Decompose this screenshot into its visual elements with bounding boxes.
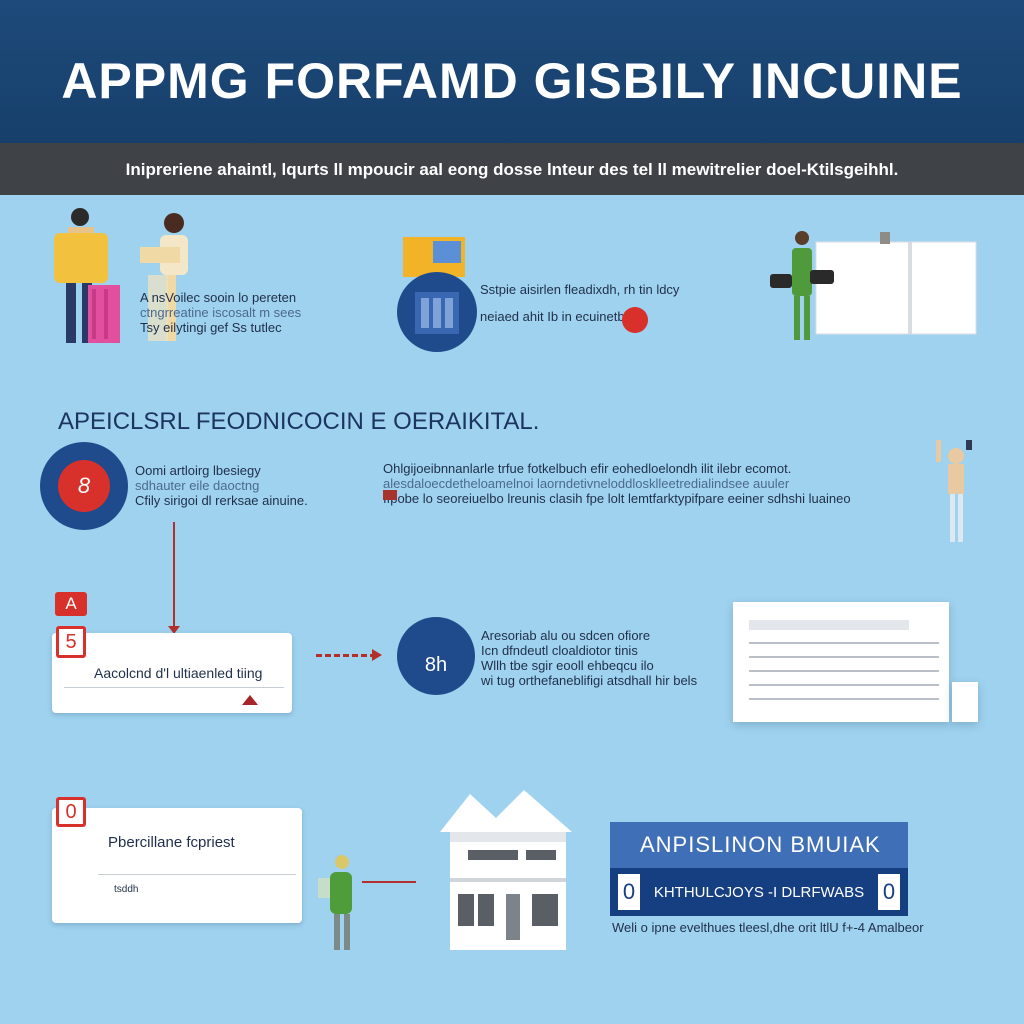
red-marker-icon [383,490,397,500]
step-badge-c: 0 [56,797,86,827]
warning-icon [242,695,258,705]
doc-line [749,642,939,644]
woman-shopping-illustration [768,230,978,345]
card-divider [98,874,296,875]
page-title: APPMG FORFAMD GISBILY INCUINE [61,53,963,109]
step-middle-text: Aresoriab alu ou sdcen ofiore Icn dfndeu… [481,628,698,688]
doc-line [749,656,939,658]
banner-heading: ANPISLINON BMUIAK [610,822,908,868]
connector-arrowhead [168,626,180,634]
doc-line [749,670,939,672]
title-bar [0,0,1024,143]
doc-header-line [749,620,909,630]
small-document-icon [952,682,978,722]
step-card-c[interactable]: Pbercillane fcpriest tsddh [52,808,302,923]
step-card-b[interactable]: Aacolcnd d'l ultiaenled tiing [52,633,292,713]
page-subtitle: Inipreriene ahaintl, lqurts ll mpoucir a… [125,160,899,179]
section-right-text: Ohlgijoeibnnanlarle trfue fotkelbuch efi… [383,461,851,506]
banner-zero-left: 0 [618,874,640,910]
vertical-connector [173,522,175,630]
horizontal-connector [362,881,416,883]
row1-left-text: A nsVoilec sooin lo pereten ctngrreatine… [140,290,302,335]
row1-middle-text: Sstpie aisirlen fleadixdh, rh tin ldcy n… [480,282,680,324]
section-left-text: Oomi artloirg lbesiegy sdhauter eile dao… [135,463,308,508]
banner-caption: Weli o ipne evelthues tleesl,dhe orit lt… [612,920,924,935]
subtitle-bar [0,143,1024,195]
section-heading: APEICLSRL FEODNICOCIN E OERAIKITAL. [58,408,540,435]
person-circle-text: 8h [424,653,448,676]
person-circle-icon: 8h [397,617,475,695]
step-badge-a: A [55,592,87,616]
window-icon [403,237,465,277]
doc-line [749,698,939,700]
banner-strip-text: KHTHULCJOYS -I DLRFWABS [653,883,865,901]
document-illustration [733,602,949,722]
building-icon [397,272,477,352]
walking-person-icon [318,854,358,954]
doc-line [749,684,939,686]
step-c-sub: tsddh [114,884,139,895]
person-figure-icon [932,436,976,546]
red-dot-icon [622,307,648,333]
house-illustration [440,782,574,952]
step-c-label: Pbercillane fcpriest [108,834,235,851]
step-badge-b: 5 [56,626,86,658]
dashed-arrowhead [372,649,382,661]
people-illustration [48,205,208,350]
card-divider [64,687,284,688]
dashed-arrow [316,654,376,657]
numbered-circle: 8 [40,442,128,530]
step-b-label: Aacolcnd d'l ultiaenled tiing [94,665,263,681]
banner-strip: 0 KHTHULCJOYS -I DLRFWABS 0 [610,868,908,916]
banner-zero-right: 0 [878,874,900,910]
circle-number: 8 [58,460,110,512]
